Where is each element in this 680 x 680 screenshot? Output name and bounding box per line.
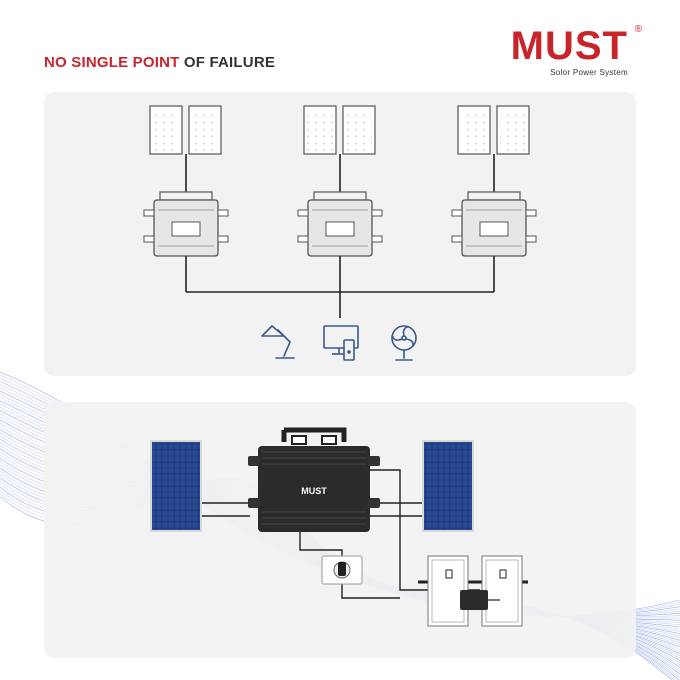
solar-panel-pair-2: [303, 105, 376, 155]
balcony-installation-icon: [418, 555, 528, 627]
solar-panel-left: [150, 440, 202, 532]
fan-icon: [391, 325, 417, 361]
inverter-label: MUST: [301, 486, 327, 496]
solar-panel-right: [422, 440, 474, 532]
desk-lamp-icon: [261, 325, 295, 359]
logo-word: MUST: [510, 24, 628, 68]
microinverter-main: MUST: [248, 427, 380, 532]
ac-bus-lines: [185, 256, 495, 318]
logo-tagline: Solor Power System: [550, 68, 628, 77]
logo-registered: ®: [634, 24, 642, 35]
solar-panel-pair-1: [149, 105, 222, 155]
brand-logo: MUST ® Solor Power System: [510, 24, 642, 77]
page-title: NO SINGLE POINT OF FAILURE: [44, 54, 275, 71]
title-highlight: NO SINGLE POINT: [44, 54, 180, 71]
wall-socket-icon: [321, 555, 363, 585]
title-rest: OF FAILURE: [183, 54, 276, 71]
solar-panel-pair-3: [457, 105, 530, 155]
tv-icon: [323, 325, 359, 361]
